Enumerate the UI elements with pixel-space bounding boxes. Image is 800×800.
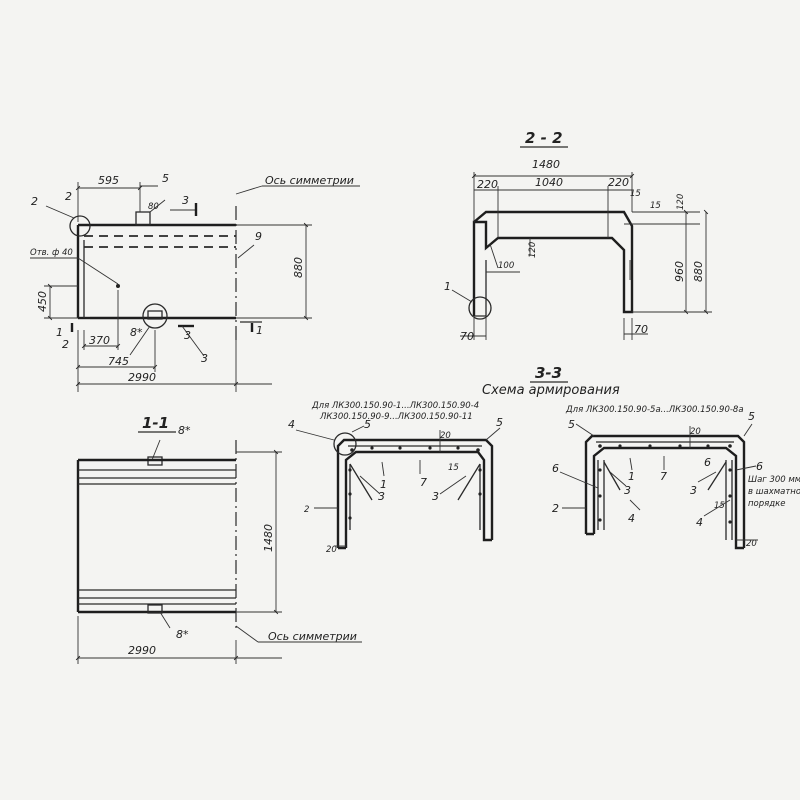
section-title: 2 - 2 [525,129,563,147]
note-pitch: Шаг 300 мм [748,475,800,485]
pos-7-label: 7 [660,470,667,483]
pos-4-label-a: 4 [628,512,635,525]
dim-70-left: 70 [460,330,474,343]
pos-5-label: 5 [162,172,169,185]
pos-1-label: 1 [380,478,387,491]
dim-20-bottom: 20 [746,539,757,549]
embedded-plate [135,211,151,226]
dim-880: 880 [692,261,705,282]
section-3-top: 3 [182,194,189,207]
hole-label: Отв. ф 40 [30,248,73,258]
slab-outline [76,223,236,320]
dim-1480: 1480 [532,158,560,171]
section-profile [584,434,746,550]
dim-2-bottom: 2 [62,338,69,351]
dim-450: 450 [36,291,49,312]
pos-9-label: 9 [255,230,262,243]
pos-5-right-label: 5 [496,416,503,429]
dim-1480: 1480 [262,524,275,552]
reinforcement-scheme-left: 4 5 20 5 1 3 7 3 15 2 20 [288,416,503,555]
dim-2990: 2990 [128,644,156,657]
section-title: 3-3 [535,364,562,382]
pos-6-label-mid: 6 [704,456,711,469]
pos-5-label-left: 5 [568,418,575,431]
detail-circle-lower [142,303,168,329]
section-profile [472,210,634,316]
pos-4-label-b: 4 [696,516,703,529]
dim-20-top: 20 [440,431,451,441]
dim-120-inner: 120 [528,242,538,258]
pos-6-label-left: 6 [552,462,559,475]
pos-5-label-right: 5 [748,410,755,423]
dim-20-top: 20 [690,427,701,437]
dim-100: 100 [498,261,514,271]
detail-circle-2 [69,215,91,237]
section-profile [336,438,494,550]
left-caption-1: Для ЛК300.150.90-1...ЛК300.150.90-4 [311,401,479,411]
section-1-1: 1-1 8* 8* 1480 Ось симметрии 2990 [75,414,362,664]
dim-15: 15 [448,463,459,473]
right-caption: Для ЛК300.150.90-5а...ЛК300.150.90-8а [565,405,744,415]
dim-15-a: 15 [630,189,641,199]
dim-15-b: 15 [650,201,661,211]
slab-plan-outline [76,458,236,614]
detail-circle-1 [468,296,492,320]
axis-label: Ось симметрии [268,630,357,643]
pos-4-label: 4 [288,418,295,431]
dim-120-right: 120 [676,194,686,210]
pos-2-label: 2 [304,505,309,515]
dim-220-right: 220 [608,176,629,189]
dim-220-left: 220 [477,178,498,191]
left-caption-2: ЛК300.150.90-9...ЛК300.150.90-11 [319,412,473,422]
reinforcement-scheme-title: Схема армирования [482,383,620,398]
dim-20-bottom: 20 [326,545,337,555]
pos-2-label: 2 [31,195,38,208]
pos-8-top: 8* [178,424,191,437]
dim-370: 370 [89,334,110,347]
pos-3-label-b: 3 [690,484,697,497]
pos-3-label: 3 [201,352,208,365]
dim-1040: 1040 [535,176,563,189]
section-3-bottom: 3 [184,329,191,342]
pos-8-bottom: 8* [176,628,189,641]
section-1-left: 1 [56,326,63,339]
section-2-2: 2 - 2 1480 220 1040 220 15 15 120 120 10… [444,129,712,343]
pos-5-label: 5 [364,418,371,431]
dim-2990: 2990 [128,371,156,384]
pos-7-label: 7 [420,476,427,489]
dim-2-top: 2 [65,190,72,203]
section-3-3: 3-3 Схема армирования Для ЛК300.150.90-1… [311,364,744,422]
pos-1-label: 1 [444,280,451,293]
pos-8-label: 8* [130,326,143,339]
section-1-right: 1 [256,324,263,337]
pos-3-label-a: 3 [378,490,385,503]
elevation-view: Ось симметрии 5 80 595 2 2 3 9 880 Отв. … [30,172,360,392]
section-title: 1-1 [142,414,169,432]
dim-745: 745 [108,355,129,368]
pos-6-label-right: 6 [756,460,763,473]
dim-80: 80 [148,202,159,212]
dim-70-right: 70 [634,323,648,336]
dim-960: 960 [673,261,686,282]
axis-label: Ось симметрии [265,174,354,187]
dim-595: 595 [98,174,119,187]
detail-circle-4 [333,432,357,456]
note-order: порядке [748,499,786,509]
note-staggered: в шахматном [748,487,800,497]
pos-2-label: 2 [552,502,559,515]
pos-1-label: 1 [628,470,635,483]
reinforcement-scheme-right: 5 5 20 6 2 1 3 7 6 3 4 15 4 6 Шаг 300 мм… [552,410,800,550]
pos-3-label-b: 3 [432,490,439,503]
pos-3-label-a: 3 [624,484,631,497]
dim-880: 880 [292,257,305,278]
